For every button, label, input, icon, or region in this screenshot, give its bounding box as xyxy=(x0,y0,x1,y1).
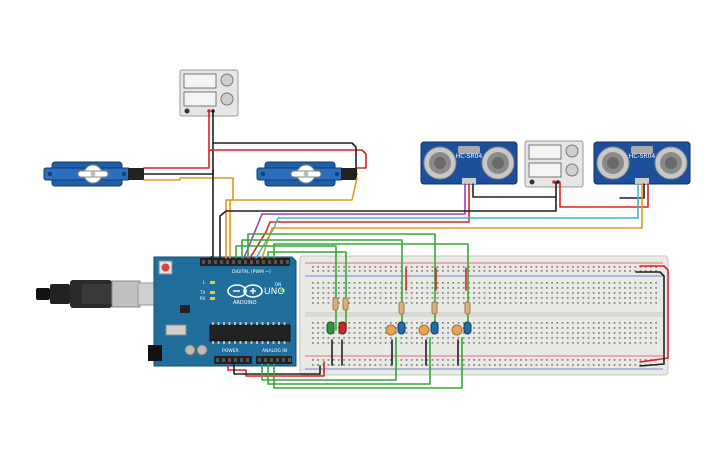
photoresistors[interactable] xyxy=(385,324,463,336)
breadboard[interactable] xyxy=(299,255,669,376)
power-supply-top[interactable] xyxy=(179,69,239,117)
arduino-uno[interactable]: DIGITAL (PWM ~) L TX RX ON ARDUINO UNO xyxy=(36,256,297,367)
sensor-label: HC-SR04 xyxy=(629,153,656,160)
leds-blue[interactable] xyxy=(397,321,472,335)
servo-middle[interactable] xyxy=(256,161,357,187)
power-header-pins[interactable] xyxy=(216,358,291,362)
led-green[interactable] xyxy=(326,321,335,335)
power-label: POWER xyxy=(222,348,239,354)
arduino-logo-icon xyxy=(227,284,263,298)
resistors[interactable] xyxy=(332,297,471,315)
tx-label: TX xyxy=(199,290,205,295)
model-label: UNO xyxy=(264,287,284,297)
digital-header-pins[interactable] xyxy=(202,260,289,264)
analog-label: ANALOG IN xyxy=(262,348,287,354)
digital-label: DIGITAL (PWM ~) xyxy=(232,269,271,275)
rx-label: RX xyxy=(200,296,206,301)
ultrasonic-sensor-left[interactable]: HC-SR04 xyxy=(420,141,518,185)
ultrasonic-sensor-right[interactable]: HC-SR04 xyxy=(593,141,691,185)
brand-label: ARDUINO xyxy=(233,300,257,306)
power-supply-middle[interactable] xyxy=(524,140,584,188)
led-red[interactable] xyxy=(338,321,347,335)
chip-pins xyxy=(212,322,286,344)
sensor-label: HC-SR04 xyxy=(456,153,483,160)
on-label: ON xyxy=(275,282,281,287)
servo-left[interactable] xyxy=(43,161,144,187)
wires xyxy=(143,110,669,389)
led-l-label: L xyxy=(203,280,206,285)
breadboard-holes xyxy=(312,266,657,366)
